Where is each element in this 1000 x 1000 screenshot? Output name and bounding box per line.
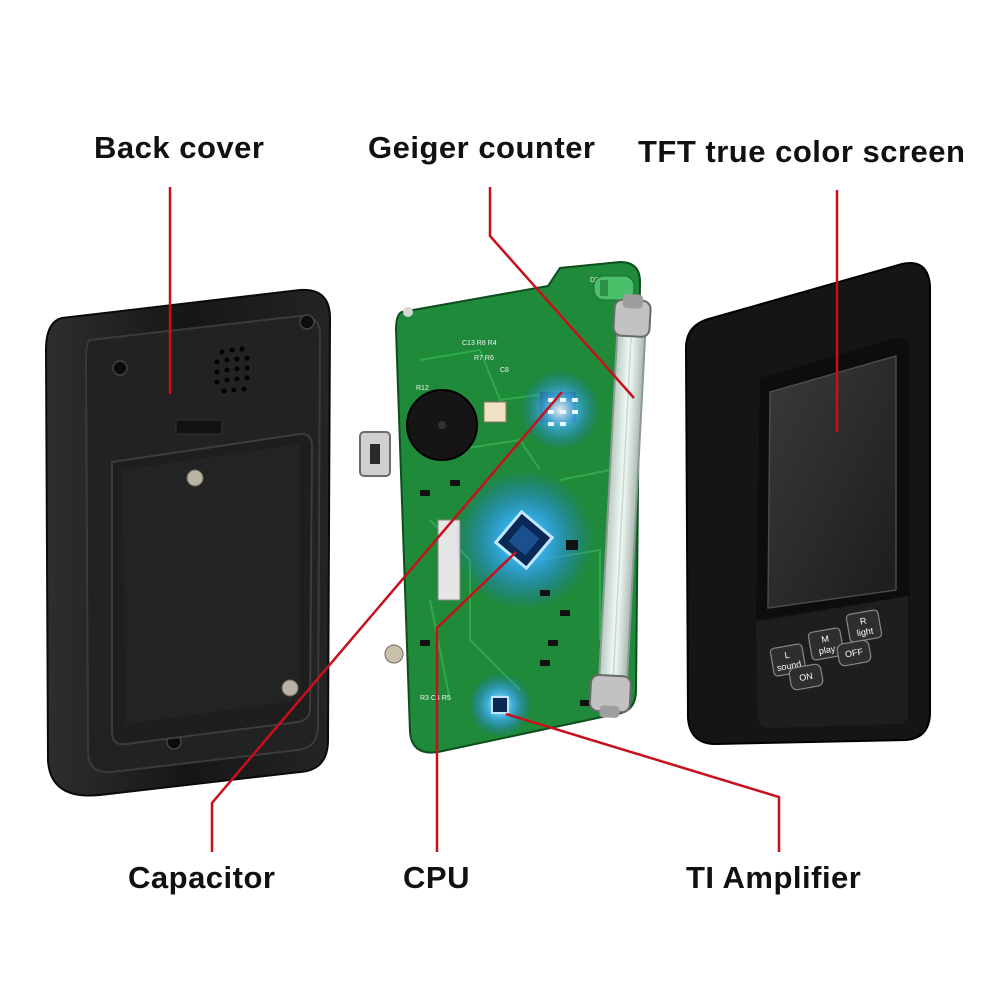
geiger-tube	[588, 293, 652, 718]
button-panel: L sound M play R light OFF ON	[769, 609, 883, 691]
on-button[interactable]: ON	[788, 663, 824, 691]
leader-line-capacitor	[210, 391, 563, 852]
leader-line-geiger-counter	[488, 187, 635, 399]
svg-text:ON: ON	[798, 671, 813, 683]
svg-text:play: play	[818, 643, 836, 656]
label-cpu: CPU	[403, 860, 470, 895]
svg-text:C8: C8	[500, 367, 509, 374]
leader-line-cpu	[435, 551, 517, 852]
svg-text:L: L	[784, 650, 791, 661]
light-button[interactable]: R light	[845, 609, 883, 643]
label-capacitor: Capacitor	[128, 860, 276, 895]
circuit-board-part: C13 R8 R4 R7 R6 R12 C8 D2 R3 C4 R5	[359, 260, 642, 754]
svg-text:M: M	[821, 634, 830, 645]
play-button[interactable]: M play	[807, 627, 845, 661]
svg-text:R: R	[859, 616, 868, 627]
svg-text:OFF: OFF	[844, 646, 864, 659]
capacitor-component	[593, 275, 635, 301]
tft-screen	[767, 355, 897, 609]
leader-lines	[168, 187, 839, 852]
label-tft-screen: TFT true color screen	[638, 134, 966, 169]
cpu-chip	[454, 470, 594, 610]
speaker-grille	[214, 346, 250, 394]
amplifier-chip	[468, 673, 532, 737]
label-back-cover: Back cover	[94, 130, 265, 165]
svg-text:R7 R6: R7 R6	[474, 355, 494, 362]
off-button[interactable]: OFF	[836, 639, 872, 667]
svg-text:R12: R12	[416, 385, 429, 392]
svg-text:C13 R8 R4: C13 R8 R4	[462, 340, 497, 347]
leader-line-ti-amplifier	[505, 712, 781, 852]
svg-text:light: light	[856, 625, 874, 638]
svg-text:R3 C4 R5: R3 C4 R5	[420, 695, 451, 702]
back-cover-part	[44, 288, 332, 797]
svg-text:D2: D2	[590, 277, 599, 284]
label-ti-amplifier: TI Amplifier	[686, 860, 862, 895]
label-geiger-counter: Geiger counter	[368, 130, 596, 165]
